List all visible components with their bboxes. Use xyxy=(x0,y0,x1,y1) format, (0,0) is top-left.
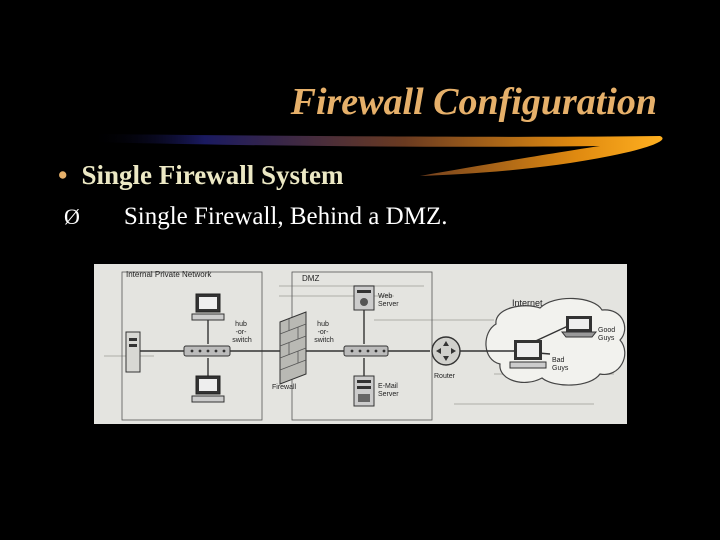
good-guys-label: Good Guys xyxy=(598,327,617,342)
computer-icon xyxy=(192,376,224,402)
internal-network-label: Internal Private Network xyxy=(126,270,212,279)
dmz-label: DMZ xyxy=(302,274,319,283)
router-icon xyxy=(432,337,460,365)
web-server-label: Web Server xyxy=(378,293,399,308)
network-diagram: Internal Private Network DMZ Internet xyxy=(94,264,627,424)
sub-bullet-item: Ø Single Firewall, Behind a DMZ. xyxy=(64,203,447,231)
computer-icon xyxy=(192,294,224,320)
bad-guys-label: Bad Guys xyxy=(552,357,569,372)
computer-icon xyxy=(510,340,546,368)
web-server-icon xyxy=(354,286,374,310)
hub1-label: hub -or- switch xyxy=(232,321,252,344)
bullet-item: • Single Firewall System xyxy=(58,160,343,191)
bullet-dot-icon: • xyxy=(58,160,67,190)
hub-switch-icon xyxy=(344,346,388,356)
firewall-label: Firewall xyxy=(272,384,297,391)
hub2-label: hub -or- switch xyxy=(314,321,334,344)
arrow-bullet-icon: Ø xyxy=(64,204,80,229)
workstation-tower-icon xyxy=(126,332,140,372)
hub-switch-icon xyxy=(184,346,230,356)
bullet-text: Single Firewall System xyxy=(81,160,343,190)
laptop-icon xyxy=(562,316,596,337)
firewall-icon xyxy=(280,312,306,384)
slide-title: Firewall Configuration xyxy=(0,80,657,124)
email-server-label: E-Mail Server xyxy=(378,383,400,398)
sub-bullet-text: Single Firewall, Behind a DMZ. xyxy=(124,203,448,230)
router-label: Router xyxy=(434,373,456,380)
email-server-icon xyxy=(354,376,374,406)
